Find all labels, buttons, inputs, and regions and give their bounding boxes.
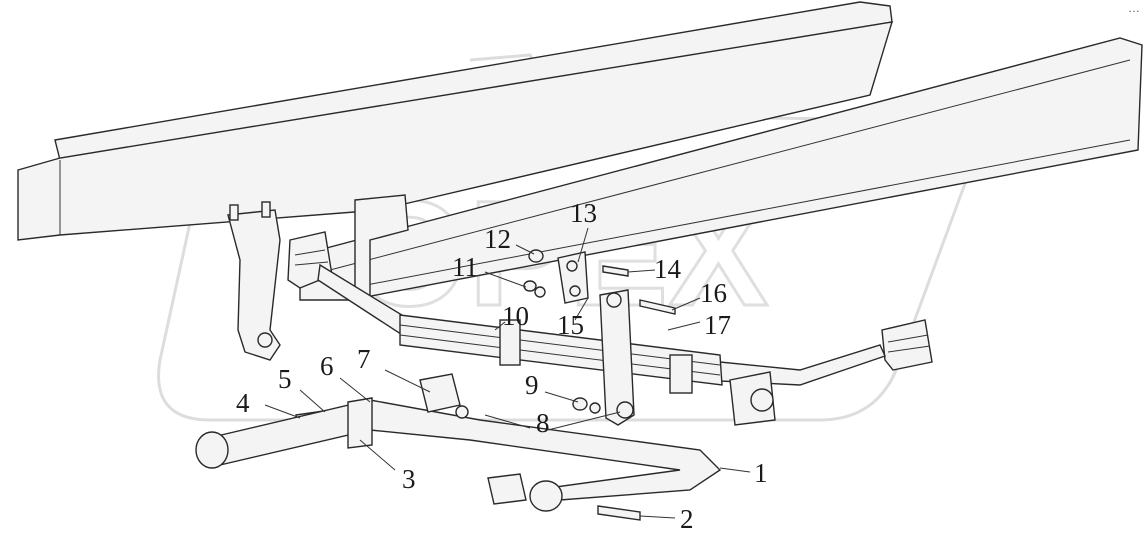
lower-arm-assembly	[195, 373, 722, 512]
shackle	[599, 289, 635, 426]
callout-11: 11	[452, 252, 478, 282]
callout-5: 5	[278, 364, 292, 394]
callout-14: 14	[654, 254, 682, 284]
cushion-right	[881, 319, 933, 371]
callout-7: 7	[357, 344, 371, 374]
shackle-plate	[557, 251, 589, 304]
bushing	[487, 473, 527, 505]
front-hanger-bracket	[227, 201, 281, 361]
callout-labels: 1 2 3 4 5 6 7 8 9 10 11 12 13 14 15 16 1…	[236, 198, 768, 534]
callout-12: 12	[484, 224, 511, 254]
frame-rail-lower	[299, 37, 1143, 301]
callout-9: 9	[525, 370, 539, 400]
corner-mark: …	[1128, 1, 1140, 15]
callout-4: 4	[236, 388, 250, 418]
callout-3: 3	[402, 464, 416, 494]
callout-10: 10	[502, 301, 529, 331]
callout-1: 1	[754, 458, 768, 488]
callout-2: 2	[680, 504, 694, 534]
callout-17: 17	[704, 310, 731, 340]
callout-6: 6	[320, 351, 334, 381]
callout-15: 15	[557, 310, 584, 340]
callout-13: 13	[570, 198, 597, 228]
bolt	[597, 505, 641, 521]
rear-bushing	[750, 388, 774, 412]
callout-8: 8	[536, 408, 550, 438]
leader-lines	[264, 227, 751, 519]
callout-16: 16	[700, 278, 727, 308]
